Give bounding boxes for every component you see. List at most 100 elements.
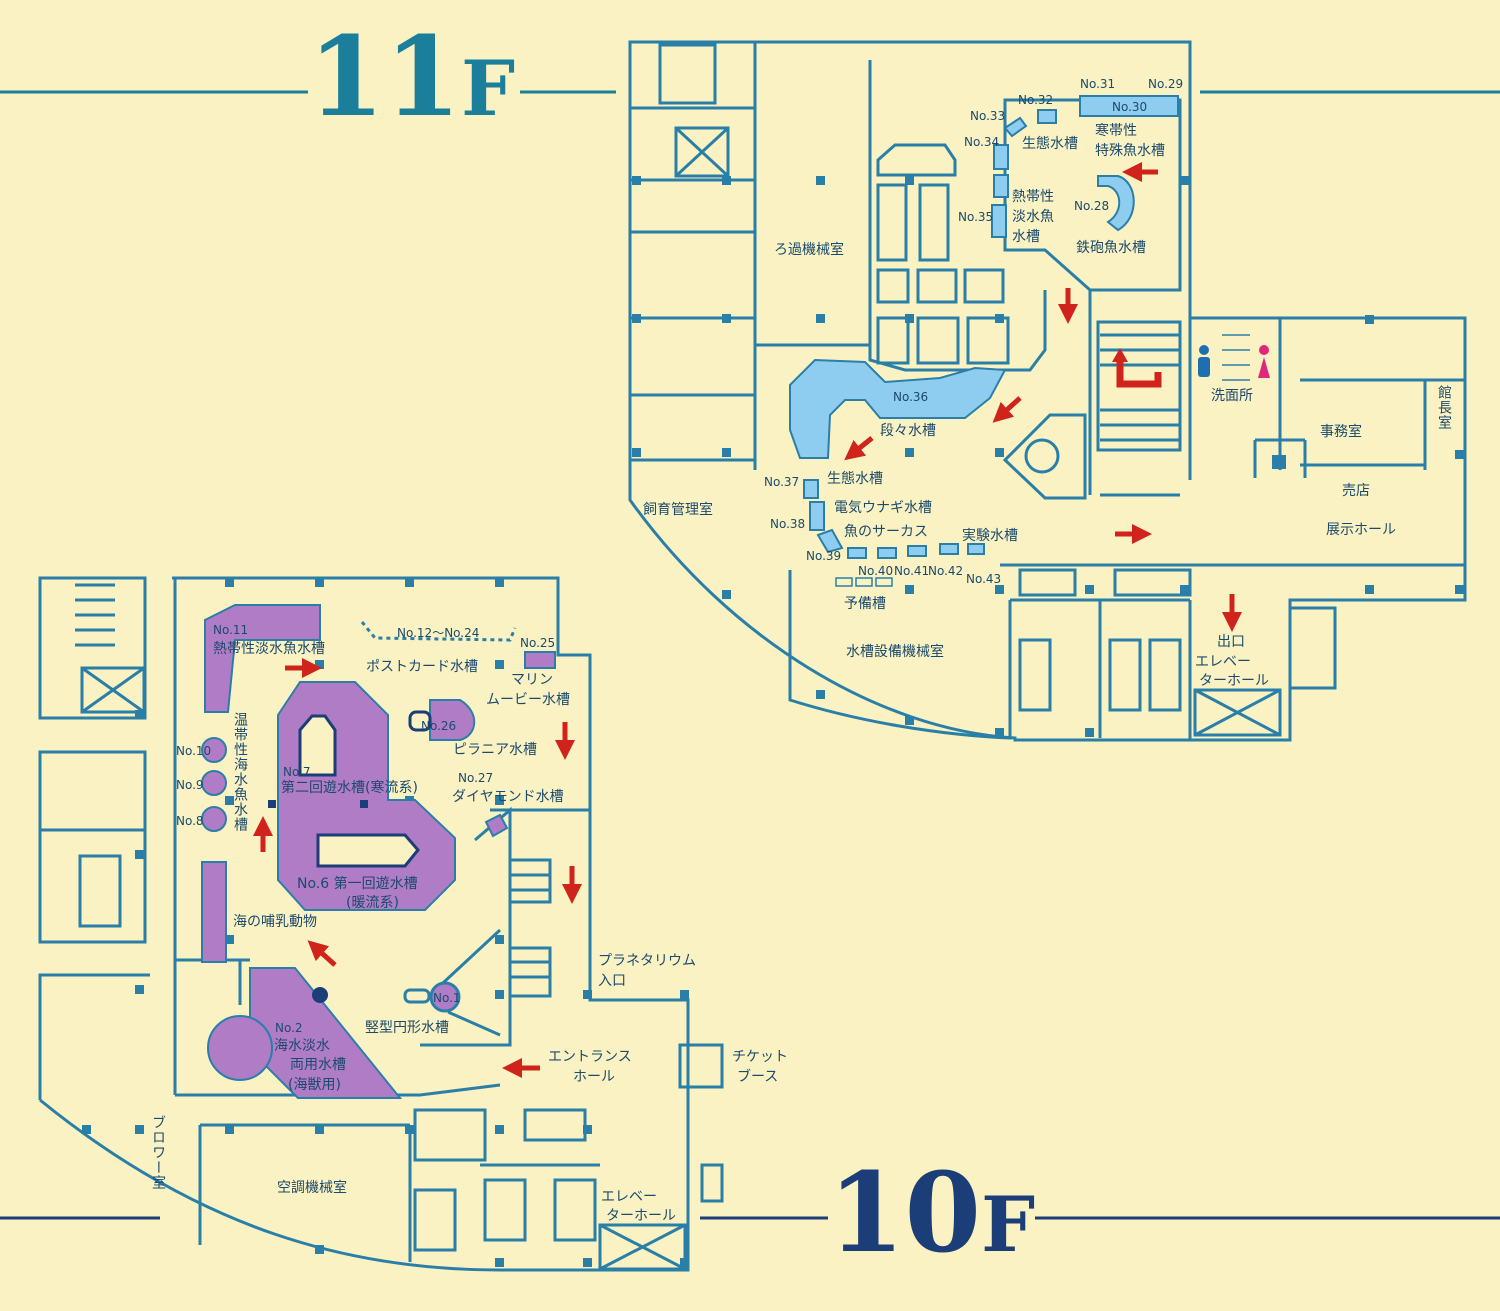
label-entrance-1: エントランス — [548, 1049, 632, 1065]
label-senmen: 洗面所 — [1211, 388, 1253, 404]
label-diamond: ダイヤモンド水槽 — [452, 789, 564, 805]
label-nettai-11f: 熱帯性淡水魚水槽 — [1012, 189, 1054, 245]
label-ryoyo-3: (海獣用) — [288, 1077, 341, 1093]
tank-42 — [907, 545, 927, 557]
tank-32 — [1037, 109, 1057, 124]
floor-11-number: 11 — [308, 12, 462, 141]
tank-26 — [429, 699, 476, 741]
flow-arrows-10f — [253, 658, 582, 1078]
label-no11: No.11 — [213, 623, 249, 637]
label-setsubi: 水槽設備機械室 — [846, 644, 944, 660]
tank-9 — [201, 770, 227, 796]
tank-36 — [789, 358, 1007, 459]
label-baiten: 売店 — [1342, 483, 1370, 499]
label-ev-10-1: エレベー — [601, 1189, 657, 1205]
floor-11-letter: F — [461, 44, 516, 133]
tank-43 — [939, 543, 959, 555]
label-kantai-1: 寒帯性 — [1095, 123, 1137, 139]
label-circus: 魚のサーカス — [844, 524, 928, 540]
label-blower: ブロワー室 — [150, 1115, 166, 1190]
label-jimu: 事務室 — [1320, 424, 1362, 440]
label-kancho: 館長室 — [1436, 385, 1452, 430]
label-ev-11-2: ターホール — [1199, 673, 1269, 689]
label-postcard: ポストカード水槽 — [366, 659, 478, 675]
label-pirania: ピラニア水槽 — [453, 742, 537, 758]
label-seitai-top: 生態水槽 — [1022, 136, 1078, 152]
label-no38: No.38 — [770, 517, 806, 531]
label-ev-11-1: エレベー — [1195, 654, 1251, 670]
tank-37 — [803, 479, 819, 499]
label-no8: No.8 — [176, 814, 204, 828]
label-no40: No.40 — [858, 564, 894, 578]
label-ontai: 温帯性海水魚水槽 — [232, 712, 248, 832]
floor-10-title: 10F — [828, 1158, 1035, 1268]
tank-12-24 — [360, 621, 517, 642]
men-icon — [1198, 345, 1210, 377]
tank-35b — [991, 204, 1007, 238]
tank-34b — [993, 144, 1009, 170]
uturn-arrow — [1116, 360, 1162, 388]
floor-11-plan — [628, 40, 1467, 742]
label-teppo: 鉄砲魚水槽 — [1076, 240, 1146, 256]
tank-25 — [524, 651, 556, 669]
label-no12-24: No.12〜No.24 — [397, 626, 480, 640]
spare-tanks — [835, 577, 893, 587]
label-no7: No.7 — [283, 765, 311, 779]
flow-arrows-11f — [844, 162, 1242, 632]
tank-10 — [201, 737, 227, 763]
label-yobi: 予備槽 — [844, 596, 886, 612]
label-seitai-2: 生態水槽 — [827, 471, 883, 487]
label-dandan: 段々水槽 — [880, 423, 936, 439]
tank-mammal — [201, 861, 227, 963]
label-no29: No.29 — [1148, 77, 1184, 91]
tank-35a — [993, 174, 1009, 198]
label-no43: No.43 — [966, 572, 1002, 586]
column-dots — [268, 800, 368, 1003]
label-no34: No.34 — [964, 135, 1000, 149]
label-no41: No.41 — [894, 564, 930, 578]
label-no31: No.31 — [1080, 77, 1116, 91]
tank-43b — [967, 543, 985, 555]
label-no36: No.36 — [893, 390, 929, 404]
tank-30 — [1079, 95, 1179, 117]
label-daiichi: No.6 第一回遊水槽 — [297, 876, 418, 892]
tank-41 — [877, 547, 897, 559]
label-ryoyo-2: 両用水槽 — [290, 1057, 346, 1073]
label-no2: No.2 — [275, 1021, 303, 1035]
label-planet-2: 入口 — [598, 973, 626, 989]
label-marine-1: マリン — [511, 672, 553, 688]
label-exit: 出口 — [1217, 634, 1245, 650]
label-tenji: 展示ホール — [1326, 522, 1396, 538]
label-jikken: 実験水槽 — [962, 528, 1018, 544]
washbasins — [1222, 334, 1250, 381]
tank-33-34 — [1003, 116, 1028, 138]
label-roka: ろ過機械室 — [774, 242, 844, 258]
tank-40 — [847, 547, 867, 559]
label-no37: No.37 — [764, 475, 800, 489]
label-marine-2: ムービー水槽 — [486, 692, 570, 708]
label-ev-10-2: ターホール — [606, 1208, 676, 1224]
floor-10-plan — [38, 576, 724, 1272]
floor-11-tanks — [789, 95, 1179, 559]
label-shiiku: 飼育管理室 — [643, 502, 713, 518]
label-ryoyo-1: 海水淡水 — [274, 1038, 330, 1054]
tank-39 — [816, 528, 844, 554]
label-denki: 電気ウナギ水槽 — [834, 500, 932, 516]
label-honyu: 海の哺乳動物 — [233, 914, 317, 930]
label-no42: No.42 — [928, 564, 964, 578]
label-planet-1: プラネタリウム — [598, 953, 696, 969]
tank-8 — [201, 806, 227, 832]
label-ticket-1: チケット — [732, 1049, 788, 1065]
label-no28: No.28 — [1074, 199, 1110, 213]
label-no39: No.39 — [806, 549, 842, 563]
tank-windows — [298, 710, 432, 868]
label-no27: No.27 — [458, 771, 494, 785]
label-no35: No.35 — [958, 210, 994, 224]
label-no1: No.1 — [433, 991, 461, 1005]
floor-10-letter: F — [981, 1180, 1036, 1269]
women-icon — [1258, 345, 1270, 378]
label-no30: No.30 — [1112, 100, 1148, 114]
tank-2-circle — [207, 1015, 273, 1081]
label-ticket-2: ブース — [737, 1069, 779, 1085]
label-no9: No.9 — [176, 778, 204, 792]
